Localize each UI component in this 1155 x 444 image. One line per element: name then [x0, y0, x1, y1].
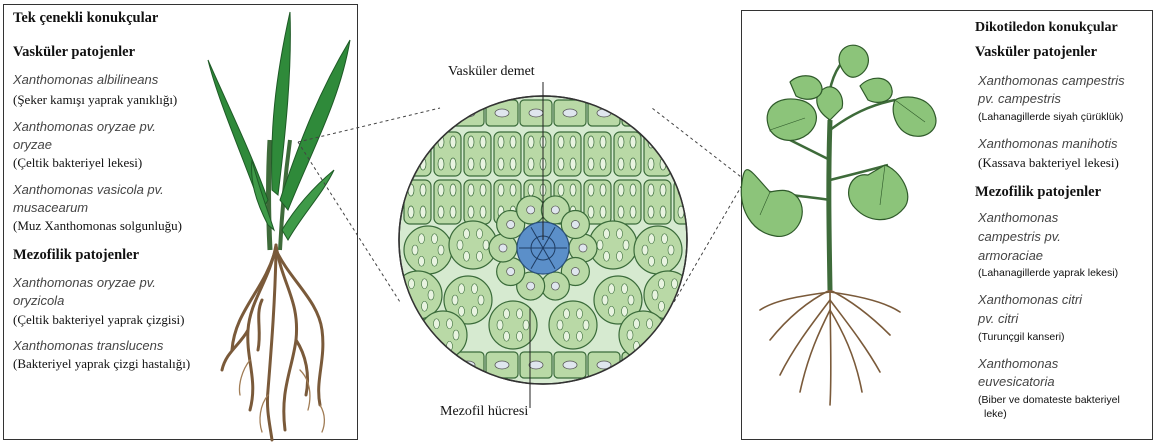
disease-name: (Lahanagillerde siyah çürüklük): [978, 111, 1123, 123]
species-name: Xanthomonas citri: [978, 292, 1082, 307]
disease-name: leke): [984, 408, 1007, 420]
disease-name: (Kassava bakteriyel lekesi): [978, 155, 1119, 171]
species-name: Xanthomonas: [978, 356, 1058, 371]
species-name: Xanthomonas: [978, 210, 1058, 225]
disease-name: (Lahanagillerde yaprak lekesi): [978, 267, 1118, 279]
species-name: armoraciae: [978, 248, 1043, 263]
disease-name: (Biber ve domateste bakteriyel: [978, 394, 1120, 406]
species-name: Xanthomonas manihotis: [978, 136, 1117, 151]
species-name: Xanthomonas campestris: [978, 73, 1125, 88]
disease-name: (Turunçgil kanseri): [978, 331, 1065, 343]
species-name: pv. campestris: [978, 91, 1061, 106]
species-name: campestris pv.: [978, 229, 1061, 244]
dicot-vascular-header: Vasküler patojenler: [975, 44, 1097, 61]
species-name: euvesicatoria: [978, 374, 1055, 389]
dicot-title: Dikotiledon konukçular: [975, 20, 1118, 36]
species-name: pv. citri: [978, 311, 1018, 326]
dicot-mesophyll-header: Mezofilik patojenler: [975, 184, 1101, 201]
